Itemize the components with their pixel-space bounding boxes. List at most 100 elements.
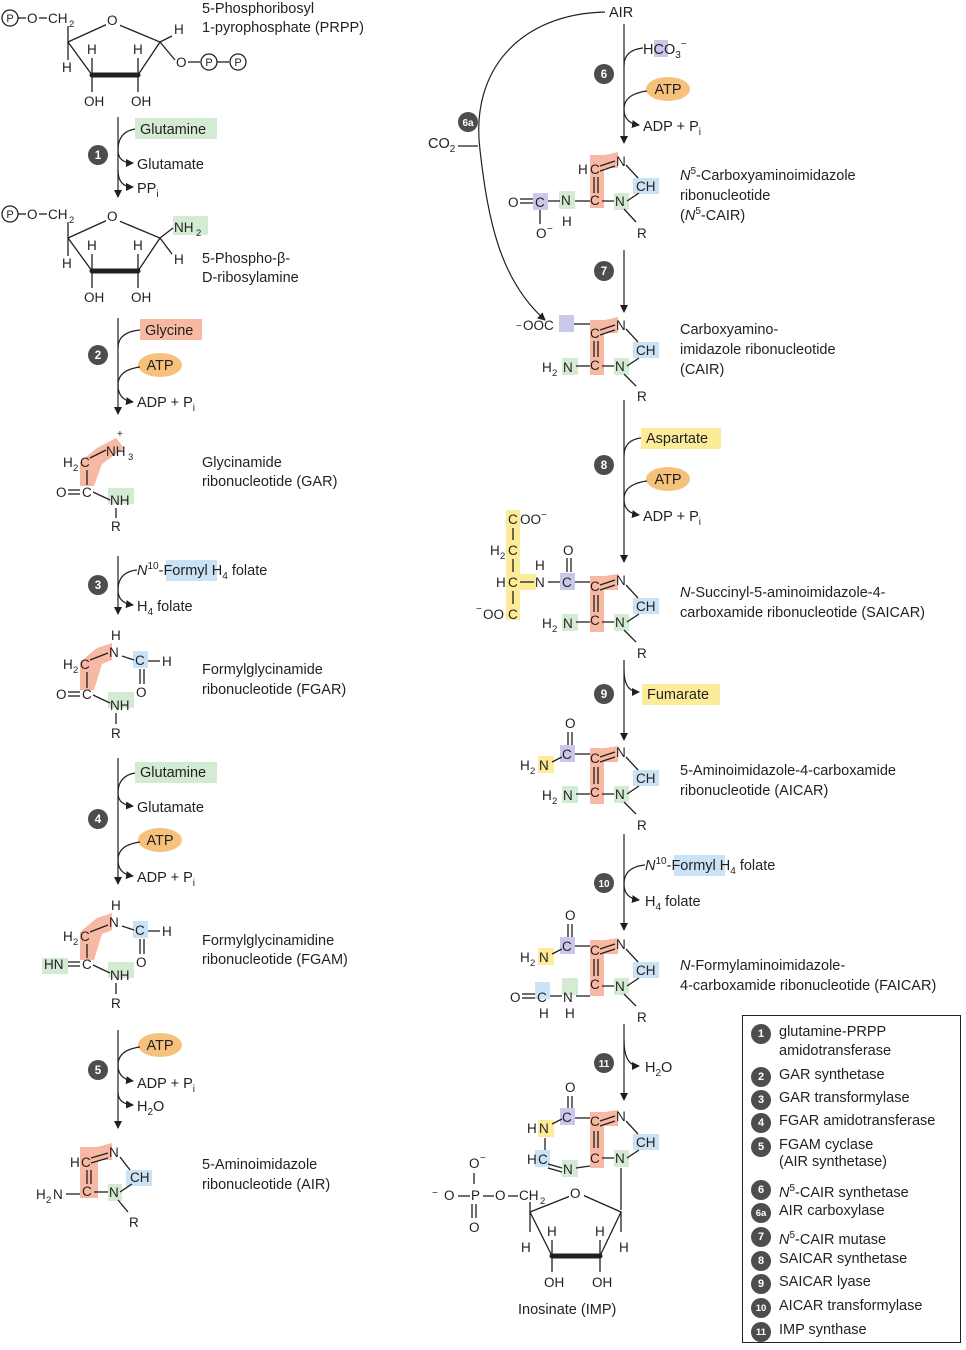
fgar-label-1: Formylglycinamide [202,662,323,678]
step4-glutamate: Glutamate [137,800,204,816]
svg-text:C: C [590,358,600,373]
svg-text:CH: CH [636,771,656,786]
pra-label-2: D-ribosylamine [202,270,299,286]
svg-text:R: R [637,389,647,404]
svg-text:C: C [590,326,600,341]
air-structure: H C N C CH N R H 2 N [36,1143,152,1230]
svg-text:N: N [616,937,626,952]
svg-text:H: H [535,558,545,573]
legend-item-3: 3 GAR transformylase [751,1090,910,1110]
legend-text: FGAR amidotransferase [779,1113,936,1129]
svg-text:2: 2 [552,624,557,635]
svg-text:N: N [539,950,549,965]
step5-atp: ATP [146,1038,173,1054]
svg-text:2: 2 [69,215,74,226]
legend-badge: 7 [751,1227,771,1247]
svg-text:O: O [136,685,147,700]
svg-text:H: H [174,252,184,267]
aicar-label-2: ribonucleotide (AICAR) [680,783,828,799]
svg-text:N: N [615,359,625,374]
svg-text:H: H [133,238,143,253]
legend-item-6a: 6a AIR carboxylase [751,1203,885,1223]
svg-text:N: N [109,1145,119,1160]
svg-text:N: N [616,154,626,169]
legend-badge: 11 [751,1322,771,1342]
gar-label-1: Glycinamide [202,455,282,471]
svg-text:C: C [508,575,518,590]
svg-text:HN: HN [44,957,64,972]
svg-text:H: H [490,543,500,558]
step10-n10-formyl: N10-Formyl H4 folate [645,856,775,877]
svg-text:2: 2 [530,766,535,777]
svg-text:O: O [565,908,576,923]
svg-text:NH: NH [110,698,130,713]
cair-label-2: imidazole ribonucleotide [680,342,836,358]
svg-text:R: R [129,1215,139,1230]
saicar-label-1: N-Succinyl-5-aminoimidazole-4- [680,585,886,601]
faicar-label-1: N-Formylaminoimidazole- [680,958,845,974]
svg-text:H: H [63,929,73,944]
step1-ppi: PPi [137,181,159,200]
svg-text:1: 1 [95,150,102,162]
step4-adp: ADP + Pi [137,870,195,889]
step-10-badge [594,873,614,893]
svg-text:N: N [563,788,573,803]
step8-adp: ADP + Pi [643,509,701,528]
svg-text:C: C [538,1152,548,1167]
svg-text:H: H [527,1152,537,1167]
step5-adp: ADP + Pi [137,1076,195,1095]
legend-badge: 4 [751,1113,771,1133]
svg-text:5: 5 [95,1065,102,1077]
legend-text: AICAR transformylase [779,1298,923,1314]
step9-fumarate: Fumarate [647,687,709,703]
svg-text:C: C [80,657,90,672]
svg-text:N: N [615,615,625,630]
svg-text:C: C [590,943,600,958]
svg-text:H: H [521,1240,531,1255]
svg-text:CH: CH [636,1135,656,1150]
step4-glutamine: Glutamine [140,765,206,781]
svg-text:CH: CH [48,207,68,222]
step11-h2o: H2O [645,1060,672,1079]
step2-atp: ATP [146,358,173,374]
legend-badge: 8 [751,1251,771,1271]
svg-text:C: C [82,957,92,972]
pra-structure: P O CH 2 O H H H OH OH NH 2 H [1,205,208,305]
svg-text:H: H [565,1006,575,1021]
svg-text:N: N [539,758,549,773]
legend-badge: 5 [751,1137,771,1157]
svg-text:NH: NH [174,220,194,235]
saicar-label-2: carboxamide ribonucleotide (SAICAR) [680,605,925,621]
svg-text:CH: CH [519,1188,539,1203]
svg-text:6: 6 [601,69,607,81]
legend-badge: 6 [751,1180,771,1200]
svg-text:C: C [562,939,572,954]
svg-text:N: N [563,1162,573,1177]
step6a-co2: CO2 [428,136,456,155]
legend-text: SAICAR synthetase [779,1251,908,1267]
svg-text:OH: OH [131,94,151,109]
svg-text:H: H [174,22,184,37]
svg-text:6a: 6a [462,118,474,129]
pra-label-1: 5-Phospho-β- [202,251,290,267]
ncair-label-1: N5-Carboxyaminoimidazole [680,166,856,184]
svg-text:11: 11 [599,1059,610,1070]
legend-badge: 2 [751,1067,771,1087]
svg-text:NH: NH [106,444,126,459]
svg-text:OH: OH [592,1275,612,1290]
step2-atp-oval [138,353,182,377]
svg-text:NH: NH [110,493,130,508]
svg-text:CH: CH [636,963,656,978]
legend-text: GAR synthetase [779,1067,885,1083]
legend-text: amidotransferase [779,1043,892,1059]
svg-text:N: N [615,979,625,994]
ncair-label-3: (N5-CAIR) [680,206,745,224]
step2-adp: ADP + Pi [137,395,195,414]
svg-text:R: R [637,226,647,241]
cair-label-1: Carboxyamino- [680,322,778,338]
svg-text:OH: OH [84,94,104,109]
svg-text:2: 2 [95,350,101,362]
